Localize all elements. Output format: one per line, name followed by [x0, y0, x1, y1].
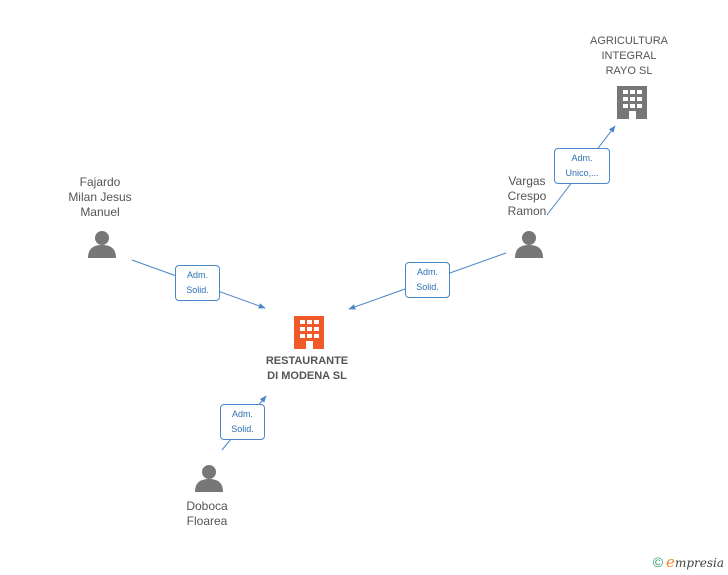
edge-label-line: Solid.	[186, 285, 209, 295]
label-line: Crespo	[507, 189, 547, 203]
edge-label-vargas-agricultura[interactable]: Adm. Unico,...	[554, 148, 610, 184]
edge-label-line: Adm.	[416, 267, 438, 277]
building-icon-center[interactable]	[294, 316, 324, 349]
edge-label-line: Adm.	[186, 270, 208, 280]
edge-label-line: Unico,...	[565, 168, 599, 178]
node-label-agricultura[interactable]: AGRICULTURA INTEGRAL RAYO SL	[583, 34, 675, 79]
label-line: Fajardo	[79, 175, 121, 189]
label-line: RESTAURANTE	[265, 355, 349, 367]
building-icon-agricultura[interactable]	[617, 86, 647, 119]
brand-name: mpresia	[674, 556, 724, 570]
label-line: DI MODENA SL	[267, 370, 347, 382]
label-line: Manuel	[80, 205, 120, 219]
label-line: RAYO SL	[605, 65, 653, 77]
person-icon-fajardo[interactable]	[88, 231, 116, 258]
person-icon-doboca[interactable]	[195, 465, 223, 492]
label-line: Doboca	[186, 499, 228, 513]
node-label-vargas[interactable]: Vargas Crespo Ramon	[492, 174, 562, 219]
label-line: Floarea	[186, 514, 228, 528]
label-line: Ramon	[507, 204, 547, 218]
label-line: Milan Jesus	[68, 190, 132, 204]
node-label-fajardo[interactable]: Fajardo Milan Jesus Manuel	[55, 175, 145, 220]
node-label-doboca[interactable]: Doboca Floarea	[172, 499, 242, 529]
copyright-icon: ©	[652, 554, 664, 570]
edge-label-line: Adm.	[571, 153, 593, 163]
label-line: AGRICULTURA	[589, 35, 669, 47]
brand-logo: ©empresia	[653, 553, 724, 571]
edge-label-line: Solid.	[416, 282, 439, 292]
node-label-center[interactable]: RESTAURANTE DI MODENA SL	[252, 354, 362, 384]
edge-label-doboca-center[interactable]: Adm. Solid.	[220, 404, 265, 440]
edge-label-line: Adm.	[231, 409, 253, 419]
edge-label-vargas-center[interactable]: Adm. Solid.	[405, 262, 450, 298]
person-icon-vargas[interactable]	[515, 231, 543, 258]
label-line: INTEGRAL	[601, 50, 657, 62]
brand-letter: e	[666, 553, 675, 571]
label-line: Vargas	[508, 174, 546, 188]
edge-label-line: Solid.	[231, 424, 254, 434]
edge-label-fajardo-center[interactable]: Adm. Solid.	[175, 265, 220, 301]
